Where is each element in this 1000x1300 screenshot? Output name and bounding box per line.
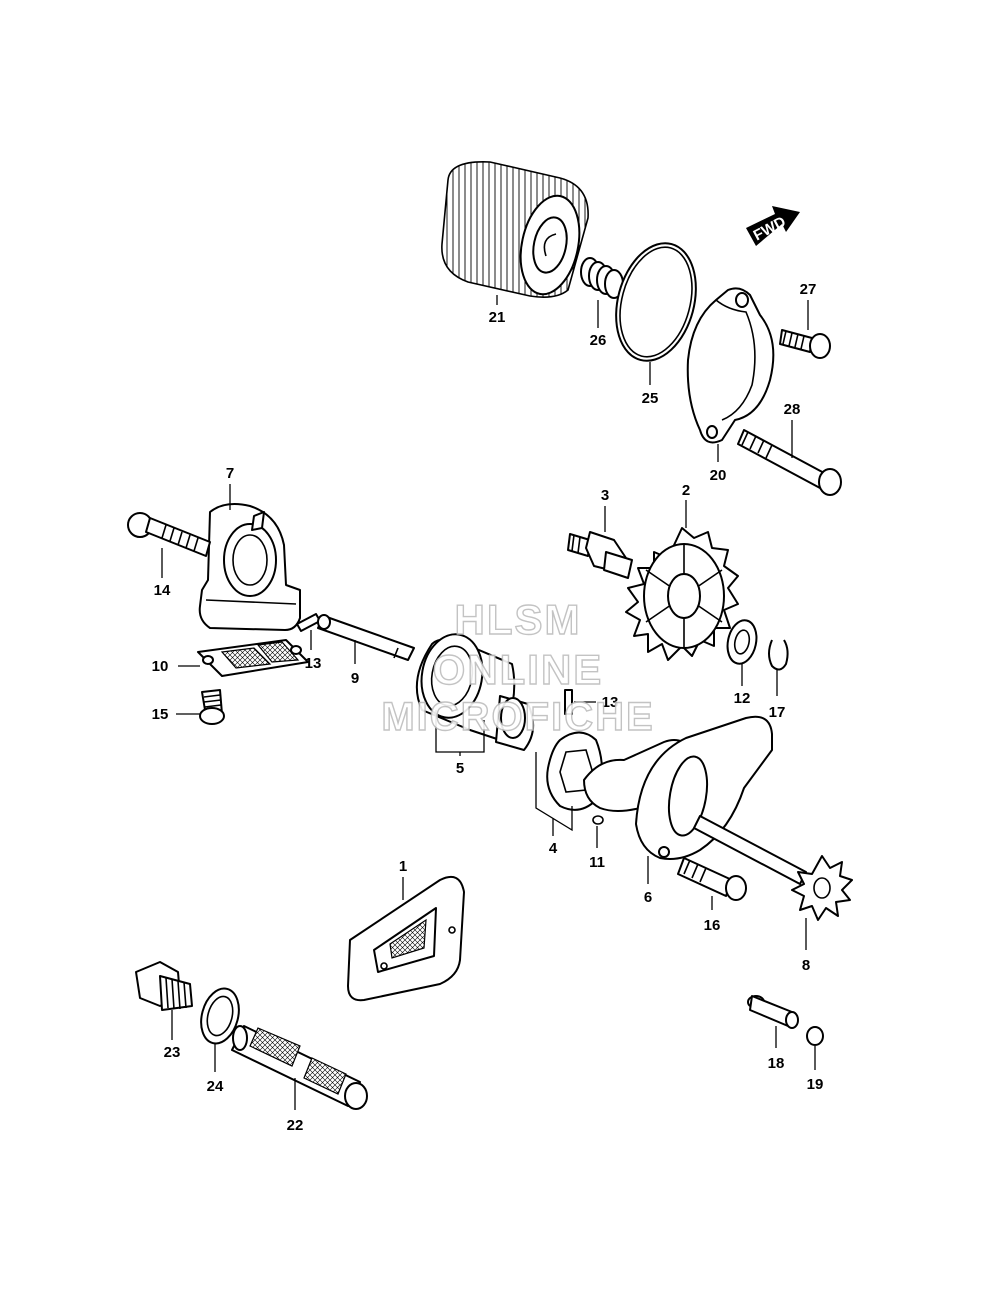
part-label-12: 12: [734, 690, 751, 707]
part-label-26: 26: [590, 332, 607, 349]
part-label-8: 8: [802, 957, 810, 974]
part-label-20: 20: [710, 467, 727, 484]
pump-drive-gear-part[interactable]: [625, 500, 739, 661]
part-label-5: 5: [456, 760, 464, 777]
part-label-6: 6: [644, 889, 652, 906]
watermark-line-3: MICROFICHE: [381, 695, 654, 739]
spring-part[interactable]: [580, 257, 624, 328]
watermark-line-1: HLSM: [455, 596, 582, 643]
dowel-pin-part-b[interactable]: [564, 689, 596, 715]
part-label-24: 24: [207, 1078, 224, 1095]
part-label-18: 18: [768, 1055, 785, 1072]
outer-rotor-part[interactable]: [415, 629, 516, 756]
part-label-4: 4: [549, 840, 558, 857]
part-label-15: 15: [152, 706, 169, 723]
drain-plug-washer-part[interactable]: [195, 984, 244, 1072]
part-label-28: 28: [784, 401, 801, 418]
forward-direction-arrow: FWD: [746, 206, 800, 246]
part-label-19: 19: [807, 1076, 824, 1093]
part-label-14: 14: [154, 582, 171, 599]
circlip-part[interactable]: [768, 639, 789, 696]
strainer-bolt-part[interactable]: [176, 689, 225, 725]
oil-filter-cap-part[interactable]: [686, 287, 775, 462]
part-label-11: 11: [589, 854, 605, 871]
watermark-line-2: ONLINE: [433, 646, 604, 693]
part-label-13b: 13: [602, 694, 619, 711]
inner-rotor-part[interactable]: [495, 695, 603, 836]
cap-bolt-long-part[interactable]: [737, 420, 842, 496]
part-label-3: 3: [601, 487, 609, 504]
part-label-27: 27: [800, 281, 817, 298]
cap-bolt-short-part[interactable]: [779, 300, 831, 359]
oil-pump-shaft-part[interactable]: [317, 614, 415, 664]
jet-o-ring-part[interactable]: [806, 1026, 824, 1070]
part-label-22: 22: [287, 1117, 304, 1134]
gear-washer-part[interactable]: [724, 618, 761, 686]
part-label-25: 25: [642, 390, 659, 407]
o-ring-part[interactable]: [604, 234, 708, 385]
part-label-17: 17: [769, 704, 786, 721]
oil-filter-part[interactable]: [441, 161, 589, 305]
part-label-9: 9: [351, 670, 359, 687]
part-label-1: 1: [399, 858, 407, 875]
housing-bolt-part[interactable]: [127, 512, 211, 578]
strainer-gasket-part[interactable]: [347, 876, 465, 1002]
pump-bolt-part[interactable]: [677, 857, 747, 910]
oil-pump-body-part[interactable]: [635, 715, 773, 884]
oil-strainer-tube-part[interactable]: [231, 1025, 368, 1110]
oil-strainer-housing-part[interactable]: [198, 484, 301, 631]
part-label-13a: 13: [305, 655, 322, 672]
oil-strainer-screen-part[interactable]: [178, 639, 309, 677]
watermark: HLSM ONLINE MICROFICHE: [381, 595, 654, 739]
part-label-7: 7: [226, 465, 234, 482]
part-label-2: 2: [682, 482, 690, 499]
part-label-16: 16: [704, 917, 721, 934]
idler-shaft-bolt-part[interactable]: [567, 506, 633, 579]
drain-plug-part[interactable]: [135, 961, 193, 1040]
oil-jet-part[interactable]: [747, 995, 799, 1048]
part-label-21: 21: [489, 309, 506, 326]
part-label-23: 23: [164, 1044, 181, 1061]
pump-driven-gear-part[interactable]: [693, 815, 853, 950]
part-label-10: 10: [152, 658, 169, 675]
